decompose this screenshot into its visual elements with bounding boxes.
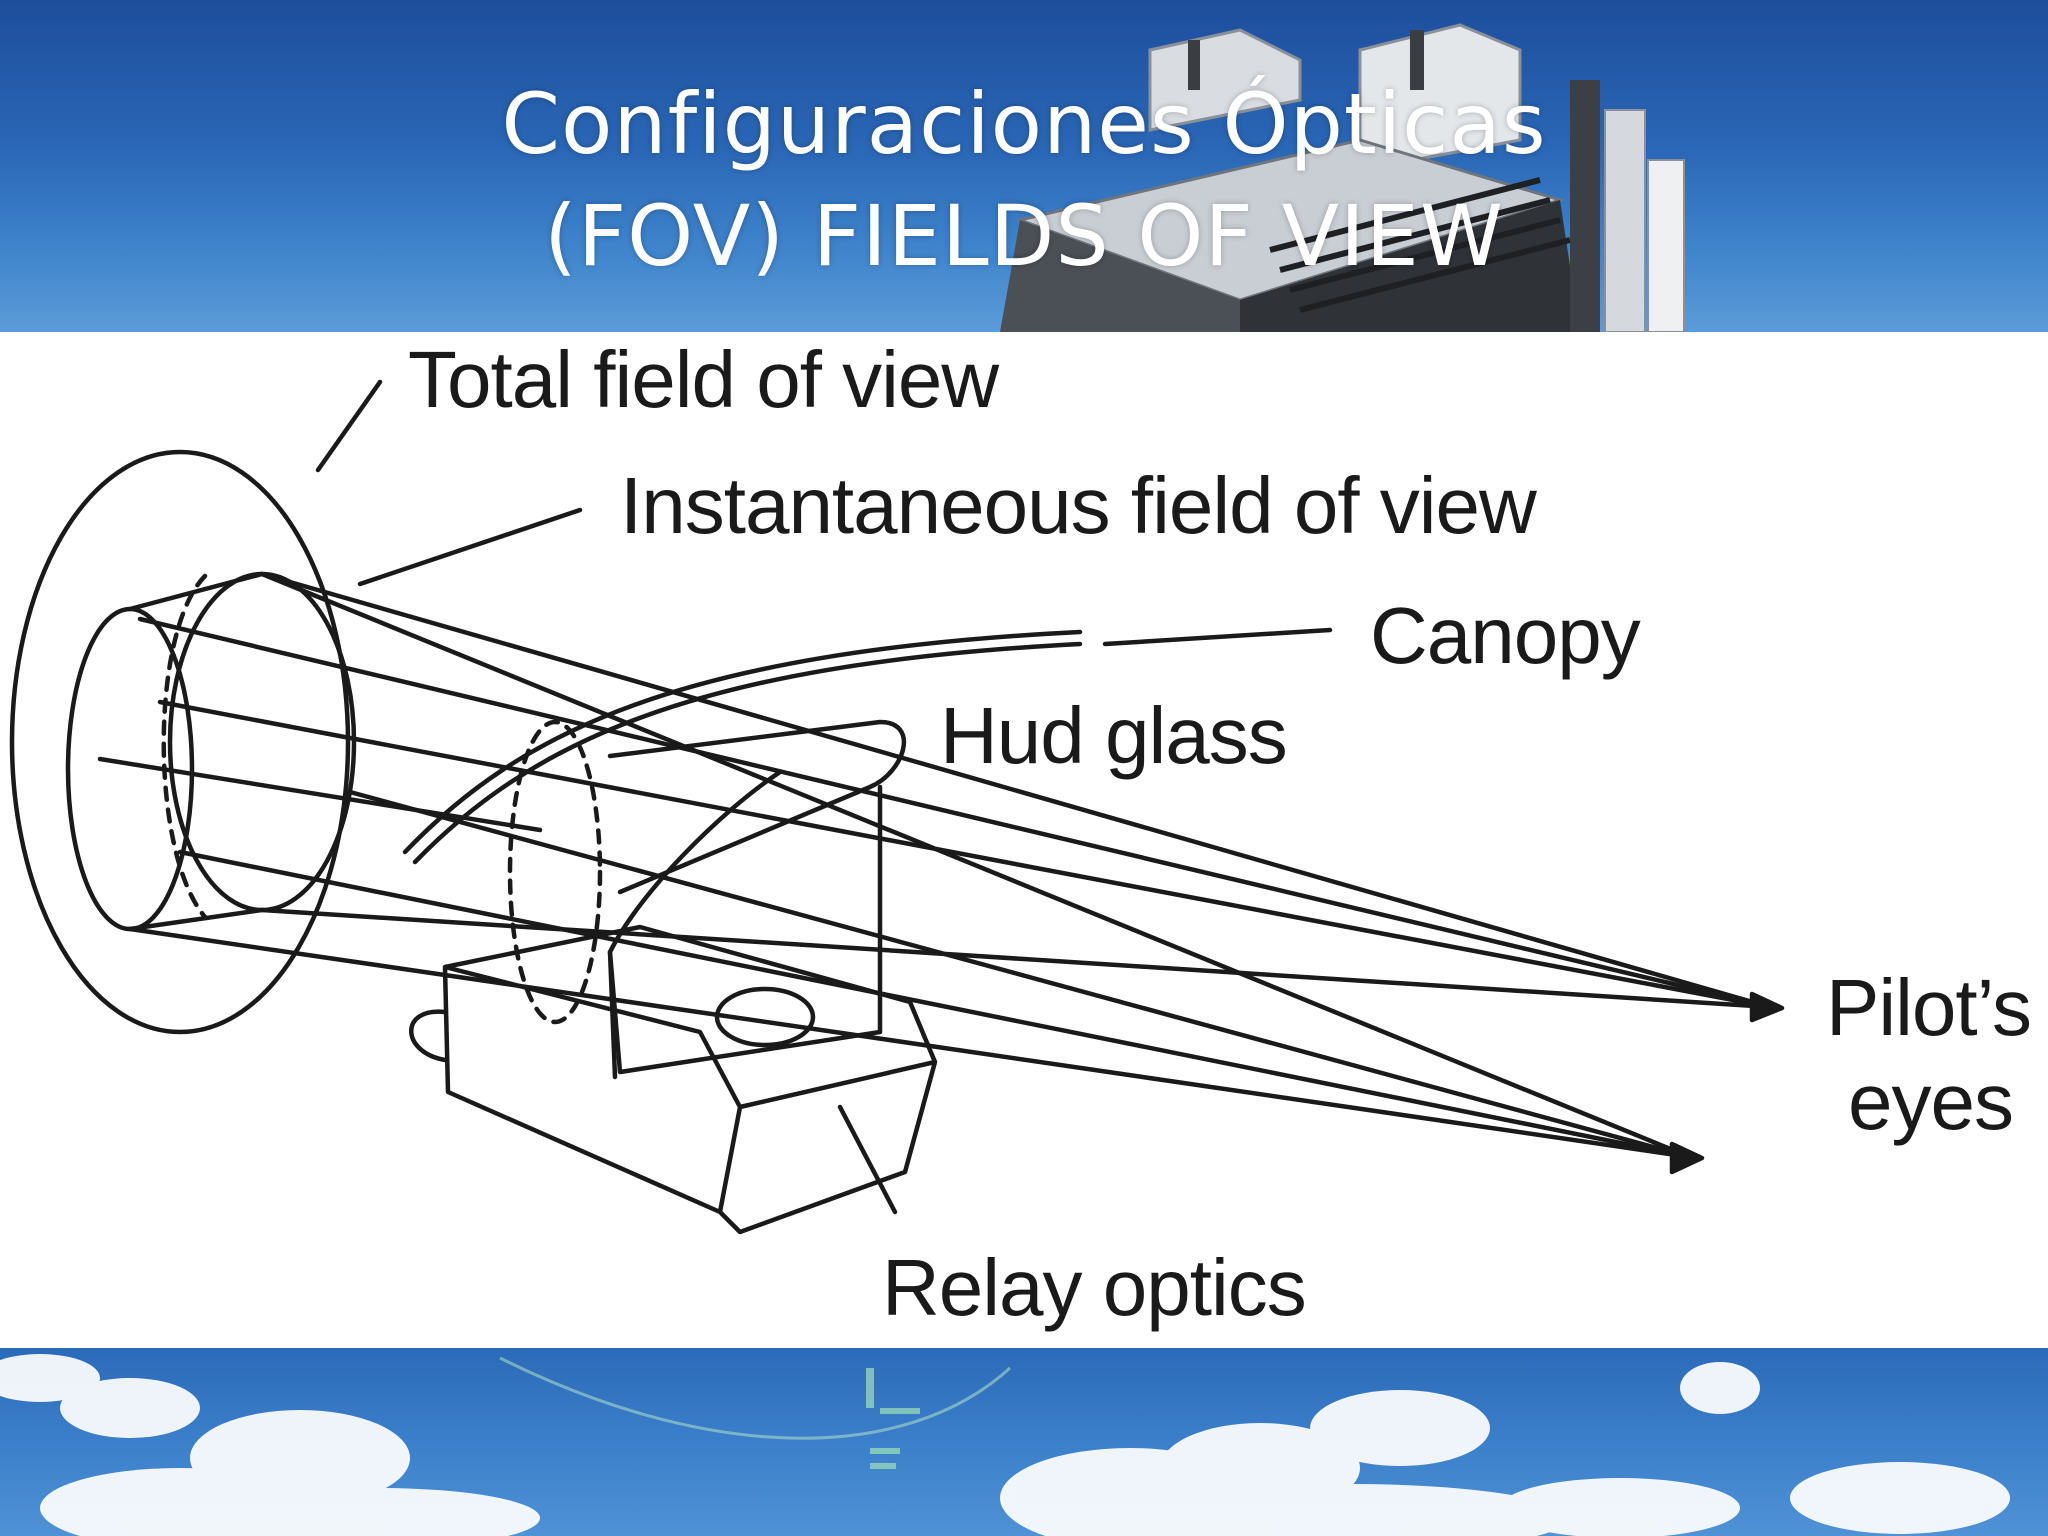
relay-optics-leader [837,1104,898,1215]
relay-optics-aperture [714,986,816,1048]
diagram-panel: Total field of view Instantaneous field … [0,332,2048,1348]
total-fov-leader [315,379,383,473]
sky-background-bottom [0,1348,2048,1536]
title-line-2: (FOV) FIELDS OF VIEW [544,187,1504,285]
sky-background-top: Configuraciones Ópticas (FOV) FIELDS OF … [0,0,2048,332]
fov-diagram [9,379,1785,1235]
hud-device-photo [1000,23,1685,332]
cylinder-top-line [127,571,265,612]
label-hud-glass: Hud glass [940,691,1288,780]
hud-support-line [607,949,618,1080]
eye-arrow-upper [1749,991,1785,1023]
eye-arrow-lower [1669,1141,1705,1175]
slide-title: Configuraciones Ópticas (FOV) FIELDS OF … [0,68,2048,292]
ray-5 [259,571,1693,1160]
cylinder-bottom-line [127,907,265,932]
ray-1 [259,571,1773,1010]
hud-glass-front [607,769,883,1075]
clouds-decoration [0,1354,2010,1536]
hud-glass-frame [607,719,907,895]
hud-glass-dashed-ellipse [507,719,603,1025]
relay-optics-box [442,924,938,1235]
canopy-curve-inner [412,641,1083,865]
label-instantaneous-fov: Instantaneous field of view [620,461,1537,550]
ray-2 [137,616,1773,1010]
label-eyes: eyes [1848,1057,2014,1146]
label-total-fov: Total field of view [408,335,999,424]
canopy-leader [1102,627,1333,647]
ifov-leader [357,507,583,587]
label-canopy: Canopy [1370,591,1641,680]
total-fov-ellipse [9,449,351,1035]
label-relay-optics: Relay optics [882,1243,1307,1332]
ray-6 [177,849,1693,1160]
ifov-ellipse-right [167,571,357,913]
label-pilots: Pilot’s [1826,963,2032,1052]
ray-7 [127,926,1693,1160]
axis-line [97,756,543,833]
relay-optics-knob [409,1009,448,1063]
canopy-curve [402,629,1083,855]
ifov-dashed-arc [161,573,208,920]
ray-8 [347,789,1693,1160]
title-line-1: Configuraciones Ópticas [501,75,1547,173]
ray-3 [157,699,1773,1010]
